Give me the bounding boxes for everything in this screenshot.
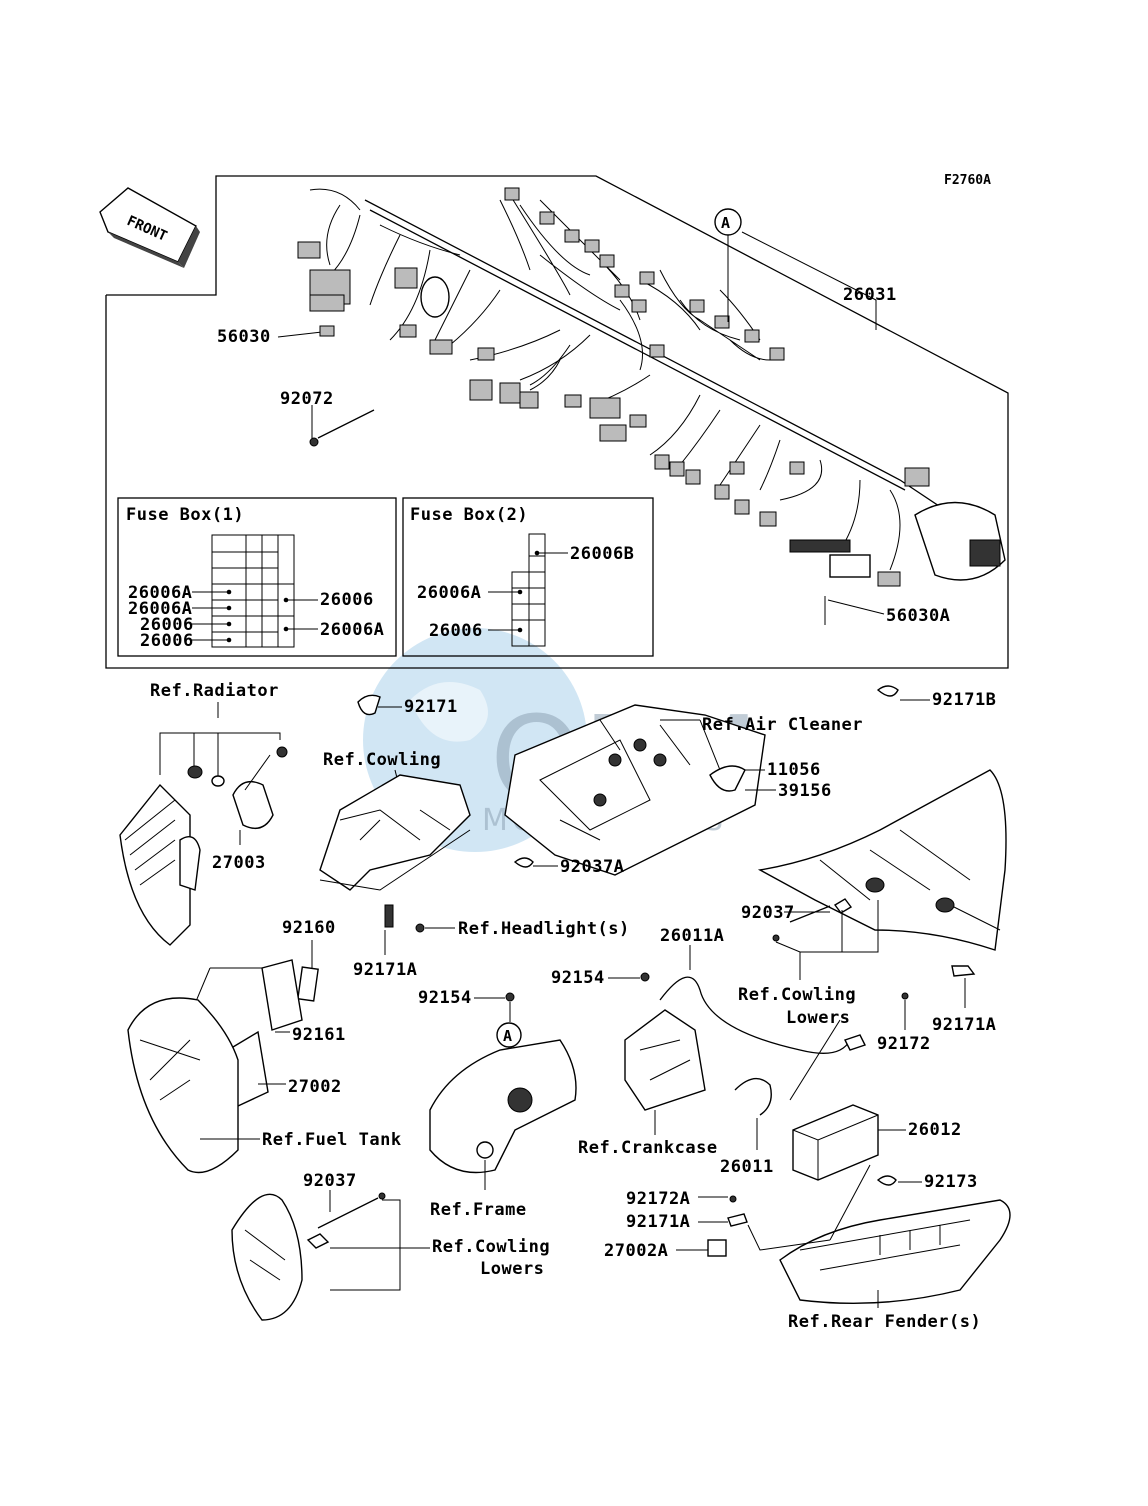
part-label-92160: 92160 [282, 918, 336, 938]
part-label-92037A: 92037A [560, 857, 624, 877]
fuse-box-1-title: Fuse Box(1) [126, 505, 244, 525]
ref-frame-label: Ref.Frame [430, 1200, 527, 1220]
part-label-56030A: 56030A [886, 606, 950, 626]
ecu-group: 92160 92161 27002 Ref.Fuel Tank [127, 918, 402, 1174]
fuse-box-2-label: 26006B [570, 544, 634, 564]
ref-cowling-lowers-label-b2: Lowers [480, 1259, 544, 1279]
part-label-26031: 26031 [843, 285, 897, 305]
callout-a-top: A [714, 208, 742, 322]
figure-code: F2760A [944, 173, 991, 188]
ref-cowling-label: Ref.Cowling [323, 750, 441, 770]
radiator-group: Ref.Radiator 27003 [119, 681, 288, 946]
ref-cowling-lowers-label: Ref.Cowling [738, 985, 856, 1005]
fuse-box-1-right-label: 26006 [320, 590, 374, 610]
part-label-92037: 92037 [741, 903, 795, 923]
rear-fender-group: 92173 92172A 92171A 27002A Ref.Rear Fend… [604, 1164, 1011, 1332]
part-label-92173: 92173 [924, 1172, 978, 1192]
ref-cowling-lowers-label-b: Ref.Cowling [432, 1237, 550, 1257]
part-label-92172: 92172 [877, 1034, 931, 1054]
part-label-92154: 92154 [418, 988, 472, 1008]
fuse-box-1-left-label: 26006A [128, 599, 192, 619]
part-label-27002: 27002 [288, 1077, 342, 1097]
part-label-27003: 27003 [212, 853, 266, 873]
ref-radiator-label: Ref.Radiator [150, 681, 279, 701]
fuse-box-2: Fuse Box(2) 26006B 26006A 26006 [402, 497, 654, 657]
fuse-box-2-label: 26006A [417, 583, 481, 603]
part-label-92171B: 92171B [932, 690, 996, 710]
ref-rear-fender-label: Ref.Rear Fender(s) [788, 1312, 981, 1332]
part-label-92171A-c: 92171A [626, 1212, 690, 1232]
part-label-56030: 56030 [217, 327, 271, 347]
fuse-box-1-left-label: 26006 [140, 615, 194, 635]
ref-fuel-tank-label: Ref.Fuel Tank [262, 1130, 402, 1150]
part-label-92161: 92161 [292, 1025, 346, 1045]
ref-cowling-lowers-label-2: Lowers [786, 1008, 850, 1028]
main-harness [297, 187, 1006, 587]
part-label-92172A: 92172A [626, 1189, 690, 1209]
crankcase-group: 92154 26011A Ref.Crankcase 26011 26012 [551, 926, 962, 1181]
ref-headlights-label: Ref.Headlight(s) [458, 919, 630, 939]
part-label-26011: 26011 [720, 1157, 774, 1177]
part-label-26012: 26012 [908, 1120, 962, 1140]
part-label-92154-b: 92154 [551, 968, 605, 988]
ref-crankcase-label: Ref.Crankcase [578, 1138, 718, 1158]
cowling-lowers-left: 92037 Ref.Cowling Lowers [231, 1171, 550, 1321]
callout-a-bottom: A [503, 1027, 512, 1045]
fuse-box-1-left-label: 26006 [140, 631, 194, 651]
air-cleaner-group: Ref.Air Cleaner 11056 39156 92037A 92171… [504, 685, 996, 877]
frame-group: 92154 A Ref.Frame [418, 988, 577, 1220]
ref-air-cleaner-label: Ref.Air Cleaner [702, 715, 863, 735]
cowling-lowers-right: 92037 Ref.Cowling Lowers 92172 92171A [738, 769, 1007, 1054]
fuse-box-1-right-label: 26006A [320, 620, 384, 640]
front-arrow-icon: FRONT [99, 187, 200, 268]
part-label-92171A: 92171A [932, 1015, 996, 1035]
part-label-39156: 39156 [778, 781, 832, 801]
part-label-26011A: 26011A [660, 926, 724, 946]
part-label-11056: 11056 [767, 760, 821, 780]
fuse-box-1-left-label: 26006A [128, 583, 192, 603]
fuse-box-2-title: Fuse Box(2) [410, 505, 528, 525]
part-label-92171: 92171 [404, 697, 458, 717]
fuse-box-1: Fuse Box(1) [117, 497, 397, 657]
part-label-92072: 92072 [280, 389, 334, 409]
part-label-27002A: 27002A [604, 1241, 668, 1261]
cowling-group: 92171 Ref.Cowling Ref.Headlight(s) 92171… [319, 694, 630, 980]
part-label-92171A: 92171A [353, 960, 417, 980]
fuse-box-2-label: 26006 [429, 621, 483, 641]
svg-text:A: A [721, 214, 730, 232]
harness-group-outline [105, 175, 1009, 669]
part-label-92037-b: 92037 [303, 1171, 357, 1191]
